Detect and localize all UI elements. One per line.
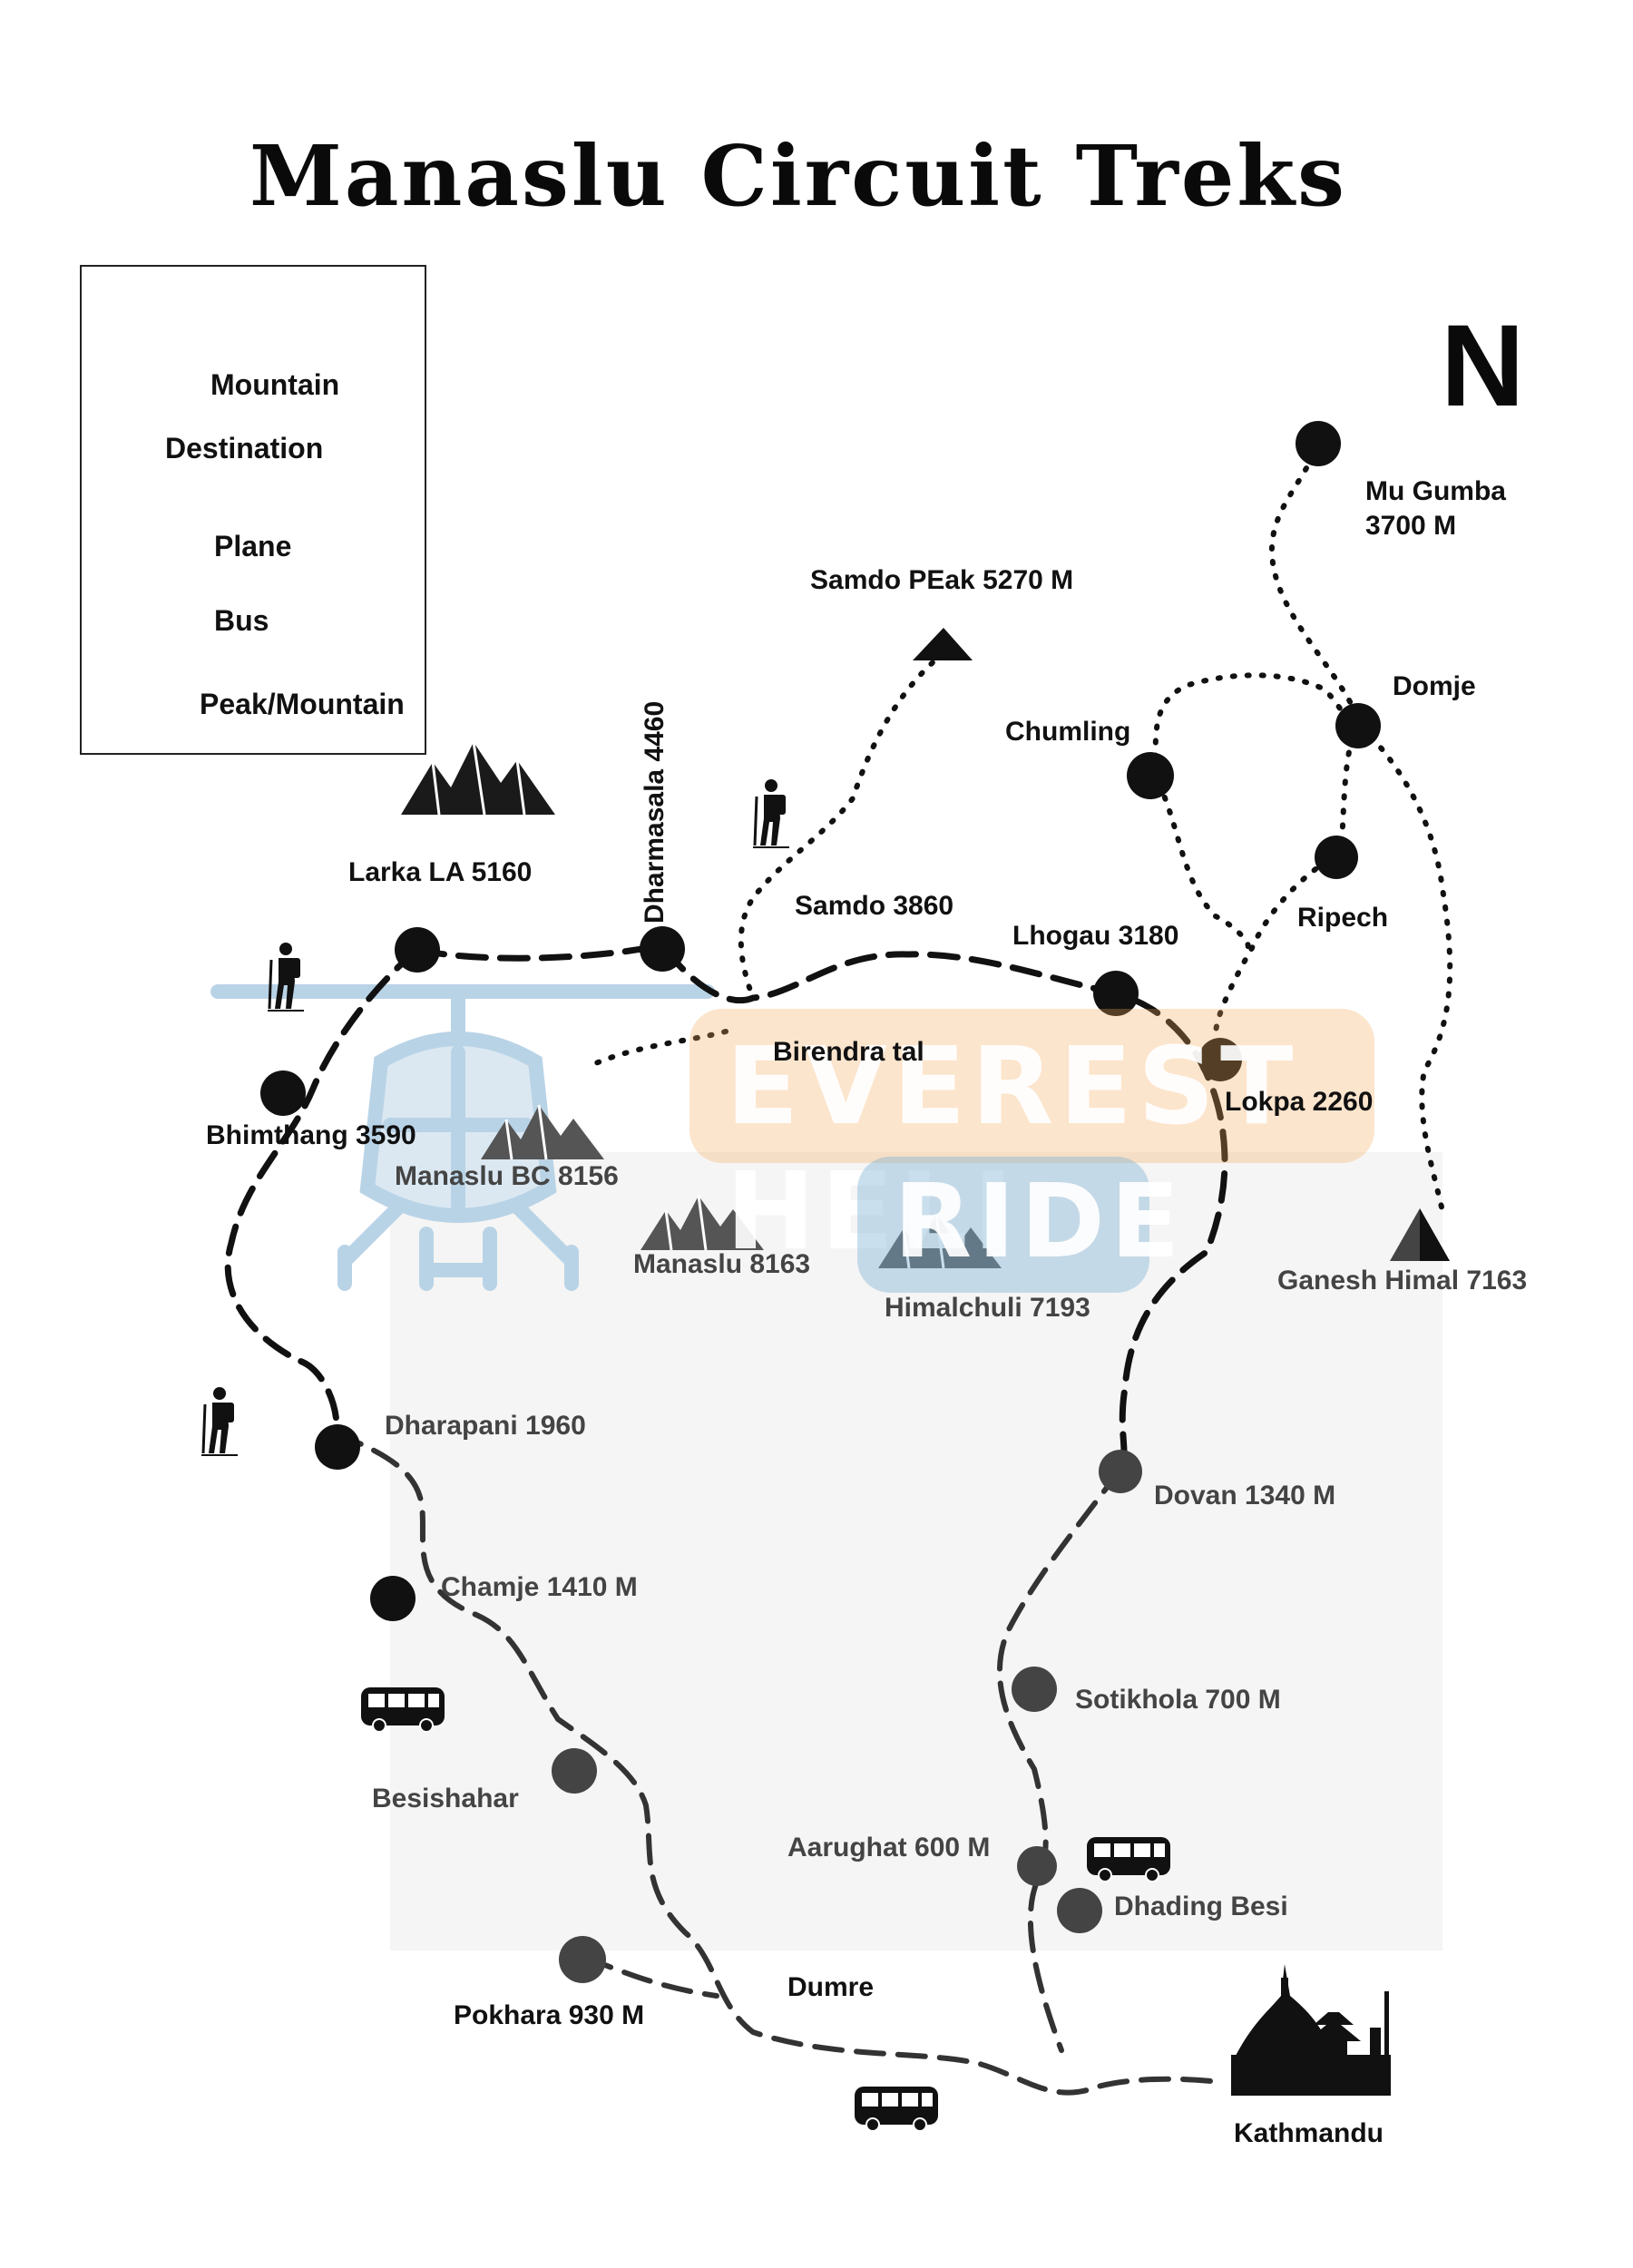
label-dhading-besi: Dhading Besi <box>1114 1892 1288 1921</box>
mu-gumba-dot <box>1296 421 1341 466</box>
map-title: Manaslu Circuit Treks <box>249 127 1347 225</box>
label-mu-gumba: Mu Gumba <box>1365 476 1506 506</box>
samdo-peak-triangle-icon <box>913 628 973 660</box>
pokhara-dot <box>559 1936 606 1983</box>
label-lokpa: Lokpa 2260 <box>1225 1087 1374 1117</box>
label-dharmasala: Dharmasala 4460 <box>640 700 670 924</box>
watermark-banner-orange <box>689 1009 1374 1163</box>
larka-la-dot <box>395 927 440 973</box>
label-samdo-peak: Samdo PEak 5270 M <box>810 565 1074 595</box>
sotikhola-dot <box>1012 1667 1057 1712</box>
legend-label-mountain: Mountain <box>210 368 340 401</box>
ganesh-himal-triangle-icon <box>1390 1208 1450 1261</box>
besishahar-dot <box>552 1748 597 1794</box>
bhimthang-dot <box>260 1070 306 1116</box>
dovan-dot <box>1099 1450 1142 1493</box>
chamje-dot <box>370 1576 416 1621</box>
bus-icon-dumre <box>854 2086 939 2132</box>
north-indicator: N <box>1441 301 1525 431</box>
watermark-text-line1: EVEREST HELI <box>726 1023 1299 1274</box>
watermark-helicopter <box>210 984 715 1291</box>
legend-label-bus: Bus <box>214 604 269 637</box>
destination-dots-soft <box>552 1450 1142 1983</box>
label-dharapani: Dharapani 1960 <box>385 1411 586 1441</box>
label-pokhara: Pokhara 930 M <box>454 2000 645 2030</box>
label-samdo: Samdo 3860 <box>795 891 954 921</box>
label-bhimthang: Bhimthang 3590 <box>206 1120 416 1150</box>
lhogau-dot <box>1093 971 1139 1016</box>
aarughat-dot <box>1017 1846 1057 1886</box>
label-aarughat: Aarughat 600 M <box>787 1833 991 1862</box>
bus-icon-besishahar <box>360 1686 445 1733</box>
label-manaslu: Manaslu 8163 <box>633 1249 811 1279</box>
destination-dots <box>260 421 1381 1621</box>
label-ripech: Ripech <box>1297 903 1389 933</box>
dharmasala-dot <box>640 926 685 972</box>
domje-dot <box>1335 703 1381 748</box>
chumling-dot <box>1127 752 1174 799</box>
label-kathmandu: Kathmandu <box>1234 2118 1384 2148</box>
label-sotikhola: Sotikhola 700 M <box>1075 1685 1281 1715</box>
label-lhogau: Lhogau 3180 <box>1012 921 1179 951</box>
map-legend: Mountain Destination Plane Bus Peak/Moun… <box>80 265 426 755</box>
label-mu-gumba-alt: 3700 M <box>1365 511 1457 541</box>
kathmandu-skyline-icon <box>1231 1964 1391 2096</box>
legend-label-plane: Plane <box>214 530 292 562</box>
lokpa-dot <box>1198 1038 1242 1081</box>
label-birendra-tal: Birendra tal <box>773 1037 924 1067</box>
ripech-dot <box>1315 836 1358 879</box>
label-himalchuli: Himalchuli 7193 <box>885 1293 1090 1323</box>
label-manaslu-bc: Manaslu BC 8156 <box>395 1161 619 1191</box>
dotted-side-trails <box>587 439 1453 1214</box>
label-larka-la: Larka LA 5160 <box>348 857 533 887</box>
hiker-icon-3 <box>200 1385 240 1457</box>
watermark-banner-blue <box>857 1157 1149 1293</box>
hiker-icon-1 <box>751 777 791 849</box>
label-dumre: Dumre <box>787 1972 875 2002</box>
label-dovan: Dovan 1340 M <box>1154 1481 1336 1510</box>
label-chamje: Chamje 1410 M <box>441 1572 638 1602</box>
label-domje: Domje <box>1393 671 1476 701</box>
dhading-besi-dot <box>1057 1888 1102 1933</box>
legend-label-destination: Destination <box>165 432 324 464</box>
dharapani-dot <box>315 1424 360 1470</box>
legend-label-peak: Peak/Mountain <box>200 688 405 720</box>
hiker-icon-2 <box>266 941 306 1012</box>
watermark-text-line2: RIDE <box>894 1163 1186 1281</box>
label-chumling: Chumling <box>1005 717 1131 747</box>
label-ganesh-himal: Ganesh Himal 7163 <box>1277 1266 1528 1295</box>
bus-icon-aarughat <box>1086 1836 1171 1882</box>
label-besishahar: Besishahar <box>372 1784 519 1813</box>
